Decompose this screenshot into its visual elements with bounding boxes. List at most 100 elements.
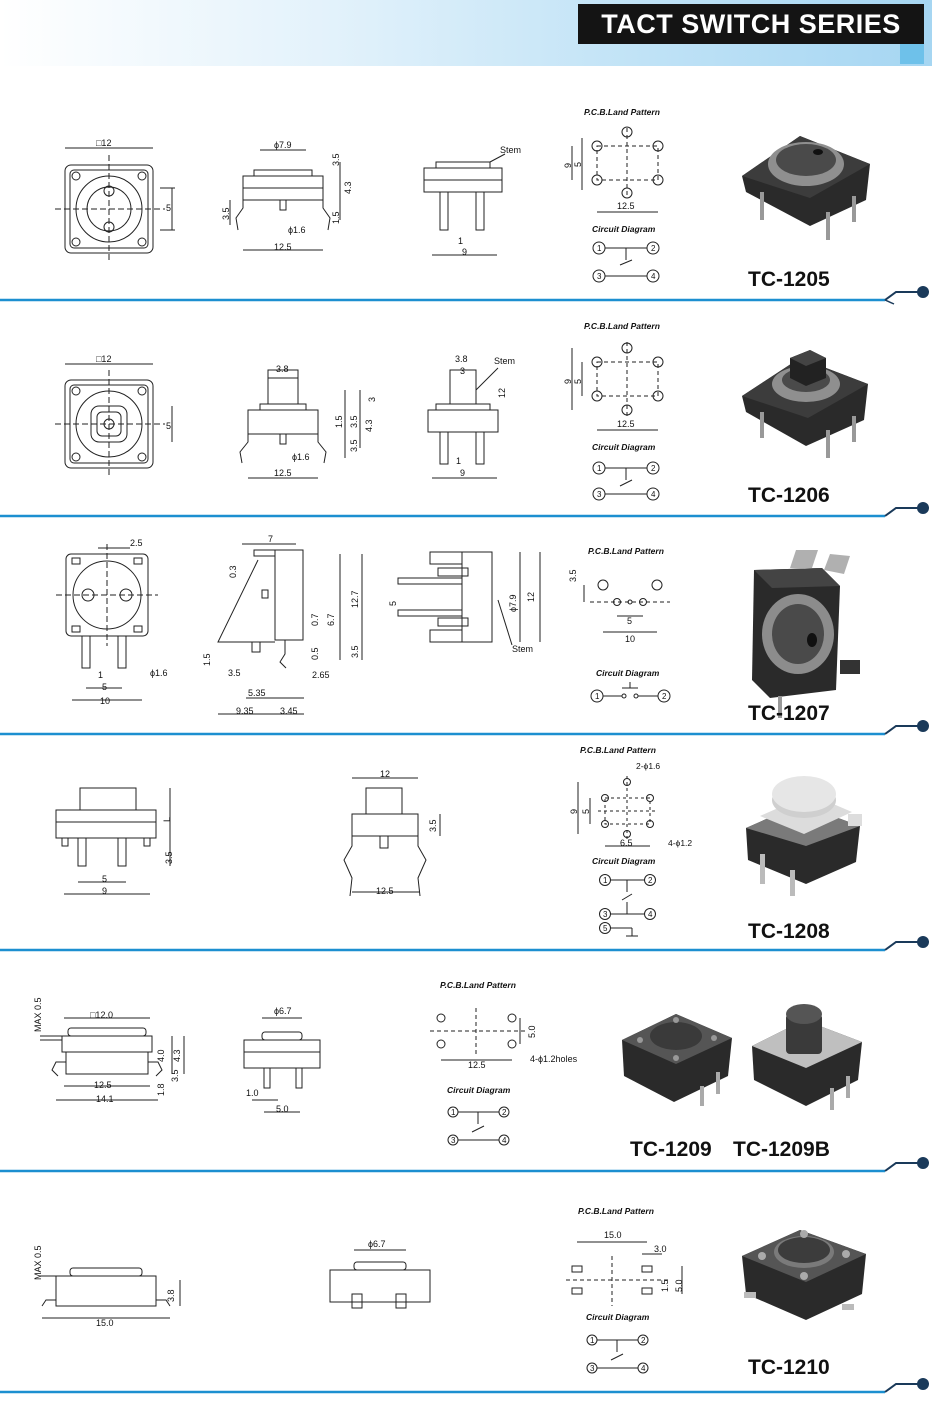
dim-label: 9 (563, 378, 573, 384)
section-separator (0, 286, 929, 305)
dim-label: ϕ6.7 (274, 1006, 292, 1016)
pcb-land-pattern-label: P.C.B.Land Pattern (440, 980, 516, 990)
dim-label: 12.5 (274, 242, 292, 252)
section-tc-1207: 2.5 ϕ1.6 1 5 10 7 0.3 12.7 6.7 0.7 0.5 3… (0, 530, 932, 730)
dim-label: 15.0 (96, 1318, 114, 1328)
dim-label: 1.5 (334, 415, 344, 428)
pin-label: 4 (651, 490, 656, 499)
pcb-land-pattern-label: P.C.B.Land Pattern (584, 107, 660, 117)
dim-label: 9.35 (236, 706, 254, 716)
pin-label: 3 (590, 1364, 595, 1373)
dim-label: 5.0 (276, 1104, 289, 1114)
dim-label: □12.0 (90, 1010, 113, 1020)
dim-label: 12 (497, 387, 507, 398)
pcb-land-pattern-label: P.C.B.Land Pattern (588, 546, 664, 556)
pin-label: 4 (651, 272, 656, 281)
dim-label: 0.5 (310, 647, 320, 660)
pcb-land-pattern-label: P.C.B.Land Pattern (580, 745, 656, 755)
dim-label: 2.65 (312, 670, 330, 680)
dim-label: 3.5 (331, 153, 341, 166)
pin-label: 4 (502, 1136, 507, 1145)
stem-label: Stem (494, 356, 516, 366)
pin-label: 3 (603, 910, 608, 919)
dim-label: ϕ6.7 (368, 1239, 386, 1249)
dim-label: 4.3 (343, 181, 353, 194)
dim-label: 4-ϕ1.2holes (530, 1054, 578, 1064)
circuit-diagram-label: Circuit Diagram (447, 1085, 511, 1095)
section-tc-1205: □12 5 ϕ7.9 ϕ1.6 12.5 3.5 4.3 1.5 3.5 Ste… (0, 100, 932, 291)
model-name: TC-1205 (748, 268, 830, 291)
tc-1206-photo (742, 350, 868, 458)
dim-label: 1.0 (246, 1088, 259, 1098)
pin-label: 2 (651, 244, 656, 253)
circuit-diagram-label: Circuit Diagram (586, 1312, 650, 1322)
pin-label: 1 (590, 1336, 595, 1345)
model-name: TC-1209B (733, 1138, 830, 1161)
tc-1209-drawings (40, 1004, 862, 1146)
section-separator (0, 1157, 929, 1173)
dim-label: 3 (367, 396, 377, 402)
dim-label: 5 (166, 203, 172, 213)
dim-label: 10 (100, 696, 111, 706)
section-separator (0, 502, 929, 518)
dim-label: 5.0 (527, 1025, 537, 1038)
dim-label: 2.5 (130, 538, 143, 548)
dim-label: 6.5 (620, 838, 633, 848)
pin-label: 1 (451, 1108, 456, 1117)
pin-label: 3 (597, 272, 602, 281)
dim-label: ϕ7.9 (508, 594, 518, 612)
dim-label: 3.5 (428, 819, 438, 832)
dim-label: 2-ϕ1.6 (636, 761, 661, 771)
dim-label: 4.3 (172, 1049, 182, 1062)
dim-label: 12.5 (468, 1060, 486, 1070)
pin-label: 3 (597, 490, 602, 499)
pin-label: 2 (648, 876, 653, 885)
pin-label: 2 (662, 692, 667, 701)
dim-label: 3.45 (280, 706, 298, 716)
dim-label: 9 (102, 886, 108, 896)
dim-label: □12 (96, 354, 112, 364)
dim-label: ϕ1.6 (292, 452, 310, 462)
circuit-diagram-label: Circuit Diagram (592, 224, 656, 234)
dim-label: 9 (462, 247, 468, 257)
model-name: TC-1207 (748, 702, 830, 725)
pin-label: 3 (451, 1136, 456, 1145)
dim-label: 5 (573, 378, 583, 384)
pin-label: 1 (595, 692, 600, 701)
dim-label: 12 (380, 769, 391, 779)
dim-label: 5 (573, 161, 583, 167)
dim-label: ϕ1.6 (150, 668, 168, 678)
dim-label: ϕ1.6 (288, 225, 306, 235)
dim-label: 1 (98, 670, 104, 680)
pin-label: 1 (597, 464, 602, 473)
dim-label: 15.0 (604, 1230, 622, 1240)
tc-1209-photo (622, 1014, 732, 1106)
tc-1205-drawings (55, 126, 870, 283)
dim-label: 12.5 (94, 1080, 112, 1090)
tc-1207-photo (752, 550, 860, 718)
section-tc-1209: MAX 0.5 □12.0 4.0 4.3 3.5 1.8 12.5 14.1 … (0, 976, 932, 1166)
dim-label: L (162, 816, 172, 822)
dim-label: 4-ϕ1.2 (668, 838, 693, 848)
dim-label: 3.8 (455, 354, 468, 364)
dim-label: 3.5 (349, 415, 359, 428)
dim-label: 5 (102, 682, 108, 692)
dim-label: 12.5 (617, 419, 635, 429)
tc-1209b-photo (752, 1004, 862, 1110)
pin-label: 1 (597, 244, 602, 253)
model-name: TC-1210 (748, 1356, 830, 1379)
dim-label: 5.0 (674, 1279, 684, 1292)
section-separator (0, 1378, 929, 1394)
tc-1208-photo (746, 776, 862, 896)
tc-1210-drawings (40, 1230, 866, 1374)
tc-1207-drawings (56, 543, 860, 718)
dim-label: 5 (102, 874, 108, 884)
dim-label: 12.5 (617, 201, 635, 211)
dim-label: 9 (460, 468, 466, 478)
circuit-diagram-label: Circuit Diagram (592, 442, 656, 452)
dim-label: 12.5 (376, 886, 394, 896)
pin-label: 2 (641, 1336, 646, 1345)
tc-1205-photo (742, 136, 870, 240)
model-name: TC-1206 (748, 484, 830, 507)
section-separator (0, 720, 929, 736)
